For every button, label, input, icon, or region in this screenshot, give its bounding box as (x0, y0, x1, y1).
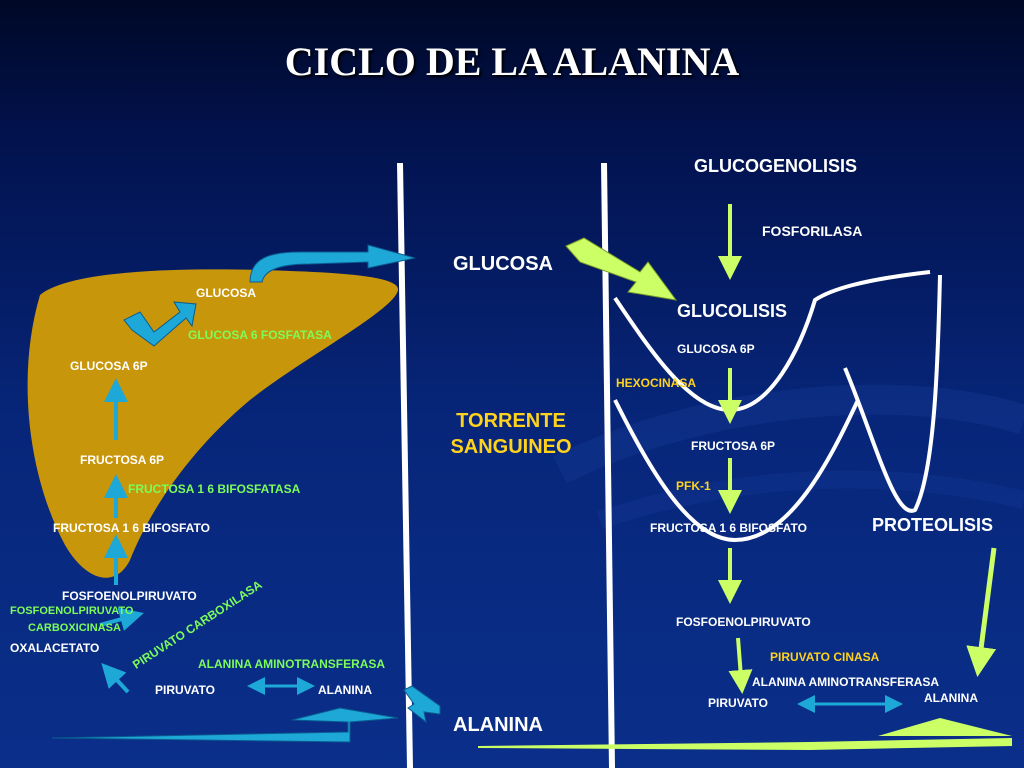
center-alanina-label: ALANINA (453, 714, 543, 736)
muscle-proteolisis-label: PROTEOLISIS (872, 515, 994, 535)
liver-glucosa-6p-label: GLUCOSA 6P (70, 359, 148, 373)
muscle-curve-lower (613, 399, 860, 543)
muscle-curve-right (843, 274, 942, 513)
center-glucosa-label: GLUCOSA (453, 253, 553, 275)
liver-fructosa-6p-label: FRUCTOSA 6P (80, 453, 165, 467)
muscle-pfk1-enzyme: PFK-1 (676, 479, 711, 493)
liver-fosfoenolpiruvato-label: FOSFOENOLPIRUVATO (62, 589, 197, 603)
muscle-piruvato-label: PIRUVATO (708, 696, 769, 710)
torrente-label-line2: SANGUINEO (450, 436, 572, 458)
liver-alanina-label: ALANINA (318, 683, 372, 697)
liver-fructosa-bifosfatasa-enzyme: FRUCTOSA 1 6 BIFOSFATASA (128, 482, 301, 496)
liver-glucosa-label: GLUCOSA (196, 286, 256, 300)
left-membrane-line (397, 162, 413, 768)
muscle-fructosa-6p-label: FRUCTOSA 6P (691, 439, 776, 453)
muscle-alanina-label: ALANINA (924, 691, 978, 705)
liver-fructosa-bifosfato-label: FRUCTOSA 1 6 BIFOSFATO (53, 521, 210, 535)
muscle-glucogenolisis-label: GLUCOGENOLISIS (694, 156, 858, 176)
liver-pep-carboxicinasa-enzyme-line1: FOSFOENOLPIRUVATO (10, 605, 134, 617)
muscle-fructosa-bifosfato-label: FRUCTOSA 1 6 BIFOSFATO (650, 521, 807, 535)
muscle-fosfoenolpiruvato-label: FOSFOENOLPIRUVATO (676, 615, 811, 629)
muscle-piruvato-cinasa-enzyme: PIRUVATO CINASA (770, 650, 880, 664)
liver-glucosa-6-fosfatasa-enzyme: GLUCOSA 6 FOSFATASA (188, 328, 332, 342)
muscle-alanina-aminotransferasa-label: ALANINA AMINOTRANSFERASA (752, 675, 940, 689)
liver-piruvato-label: PIRUVATO (155, 683, 216, 697)
liver-pep-carboxicinasa-enzyme-line2: CARBOXICINASA (28, 622, 121, 634)
muscle-glucolisis-label: GLUCOLISIS (677, 301, 788, 321)
muscle-fosforilasa-enzyme: FOSFORILASA (762, 223, 863, 239)
muscle-curve-upper (613, 270, 931, 413)
liver-alanina-aminotransferasa-enzyme: ALANINA AMINOTRANSFERASA (198, 657, 386, 671)
muscle-glucosa-6p-label: GLUCOSA 6P (677, 342, 755, 356)
page-title: CICLO DE LA ALANINA (284, 39, 740, 84)
torrente-label-line1: TORRENTE (456, 410, 566, 432)
liver-oxalacetato-label: OXALACETATO (10, 641, 100, 655)
muscle-hexocinasa-enzyme: HEXOCINASA (616, 376, 697, 390)
